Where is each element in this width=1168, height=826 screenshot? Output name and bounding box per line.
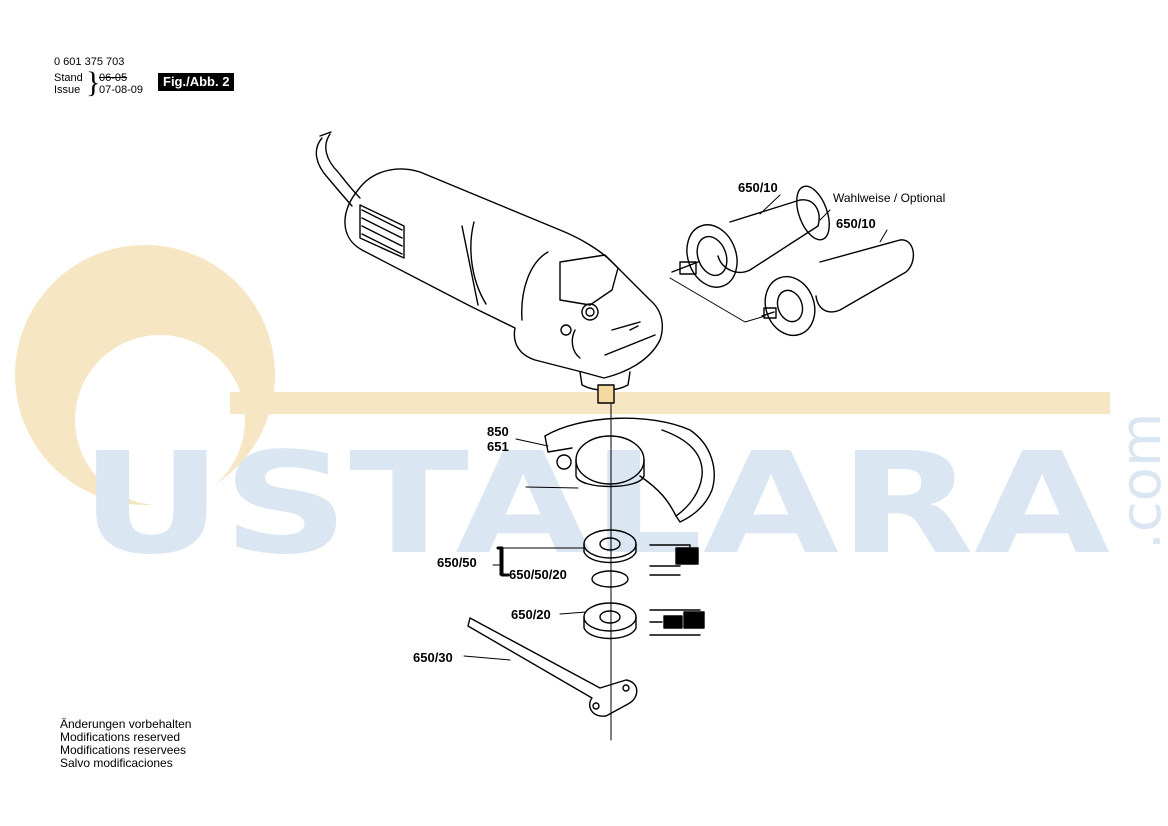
- grinder-body: [344, 168, 663, 404]
- issue-label: Issue: [54, 84, 81, 96]
- handle-upper: [671, 185, 830, 288]
- footer-line-en: Modifications reserved: [60, 730, 181, 744]
- clamping-flange: [583, 529, 637, 564]
- nut-symbol: [649, 609, 705, 636]
- part-label-650-50-20: 650/50/20: [509, 567, 567, 582]
- flange-bracket: [496, 546, 510, 577]
- handle-lower: [761, 239, 915, 337]
- part-label-650-10-upper: 650/10: [738, 180, 778, 195]
- power-cord: [315, 131, 361, 207]
- issue-date: 07-08-09: [99, 84, 144, 96]
- o-ring: [591, 570, 629, 588]
- stand-label: Stand: [54, 72, 83, 84]
- part-label-650-50: 650/50: [437, 555, 477, 570]
- two-pin-wrench: [467, 617, 638, 717]
- part-label-651: 651: [487, 439, 509, 454]
- part-label-850: 850: [487, 424, 509, 439]
- leader-lines: [463, 194, 888, 661]
- part-number: 0 601 375 703: [54, 56, 125, 68]
- stand-date: 06-05: [99, 72, 128, 84]
- part-label-650-10-lower: 650/10: [836, 216, 876, 231]
- footer-line-fr: Modifications reservees: [60, 743, 187, 757]
- optional-note: Wahlweise / Optional: [833, 191, 946, 205]
- protective-guard: [544, 417, 715, 523]
- brace-glyph: }: [86, 66, 101, 99]
- footer-line-es: Salvo modificaciones: [60, 756, 173, 770]
- part-label-650-20: 650/20: [511, 607, 551, 622]
- clamping-nut: [583, 602, 637, 640]
- part-label-650-30: 650/30: [413, 650, 453, 665]
- watermark-logo: [15, 245, 1110, 505]
- watermark-suffix: .com: [1109, 413, 1168, 550]
- footer-line-de: Änderungen vorbehalten: [60, 717, 192, 731]
- watermark-text: USTALARA: [80, 423, 1110, 586]
- figure-label: Fig./Abb. 2: [158, 73, 235, 91]
- flange-symbol: [649, 544, 699, 576]
